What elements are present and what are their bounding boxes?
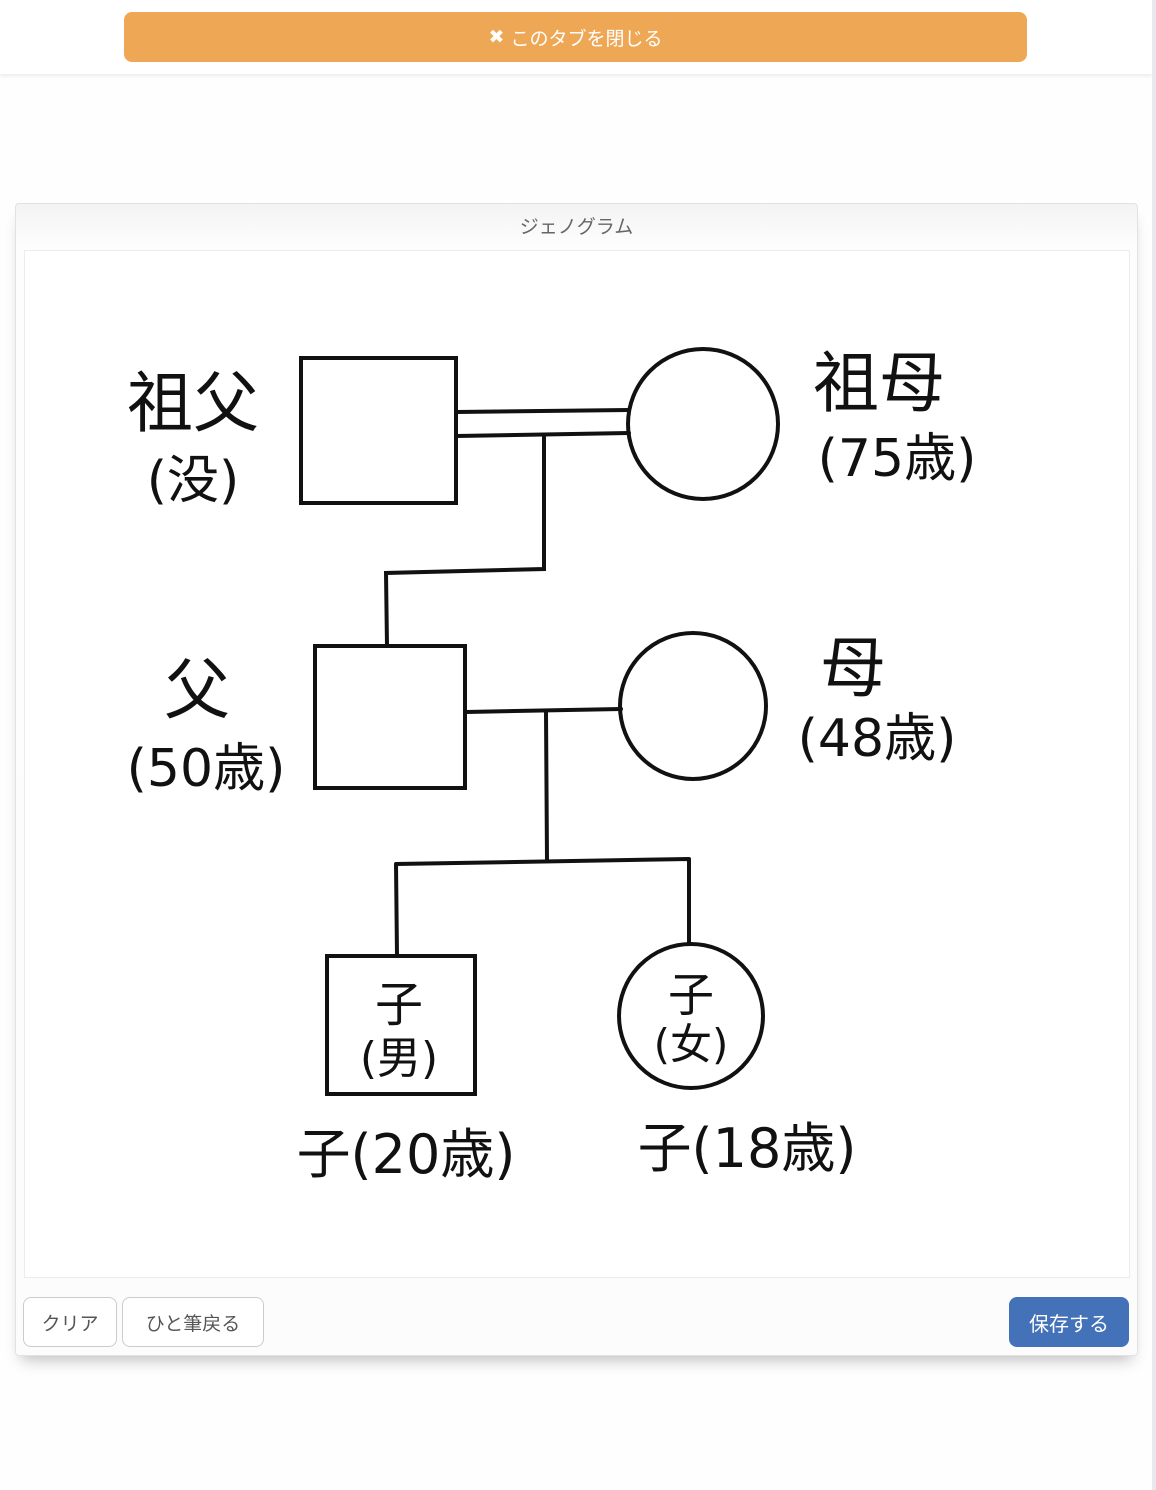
save-button[interactable]: 保存する [1009,1297,1129,1347]
marriage-line-grandparents [454,408,631,438]
son-inner-bottom: (男) [360,1033,438,1084]
grandmother-note: (75歳) [818,429,977,489]
close-tab-button[interactable]: ✖ このタブを閉じる [124,12,1027,62]
mother-circle [618,631,768,781]
daughter-inner-top: 子 [668,968,714,1022]
grandfather-name: 祖父 [127,365,259,442]
clear-button[interactable]: クリア [23,1297,117,1347]
father-square [313,644,467,790]
grandfather-square [299,356,458,505]
descent-line-children [394,710,691,958]
son-square [325,954,477,1096]
times-icon: ✖ [488,26,505,48]
close-tab-label: このタブを閉じる [510,27,663,50]
father-note: (50歳) [127,739,286,799]
undo-stroke-button[interactable]: ひと筆戻る [122,1297,264,1347]
father-name: 父 [164,652,230,729]
son-inner-top: 子 [375,977,423,1033]
marriage-line-parents [464,707,623,714]
descent-line-father [383,434,546,648]
genogram-panel: ジェノグラム 祖父 (没) 祖母 (75歳) 父 (50歳) [15,203,1138,1356]
daughter-label: 子(18歳) [638,1117,857,1180]
panel-title: ジェノグラム [519,216,634,238]
daughter-circle [617,942,765,1090]
mother-name: 母 [820,630,886,707]
son-label: 子(20歳) [297,1123,516,1186]
drawing-canvas[interactable]: 祖父 (没) 祖母 (75歳) 父 (50歳) 母 (48歳) 子 (男) 子 … [24,250,1130,1278]
top-bar: ✖ このタブを閉じる [0,0,1152,74]
grandmother-circle [626,347,780,501]
genogram-drawing: 祖父 (没) 祖母 (75歳) 父 (50歳) 母 (48歳) 子 (男) 子 … [127,345,977,1186]
grandmother-name: 祖母 [813,345,945,422]
grandfather-note: (没) [147,451,240,511]
scrollbar-edge [1152,0,1156,1490]
daughter-inner-bottom: (女) [654,1020,729,1069]
mother-note: (48歳) [798,709,957,769]
